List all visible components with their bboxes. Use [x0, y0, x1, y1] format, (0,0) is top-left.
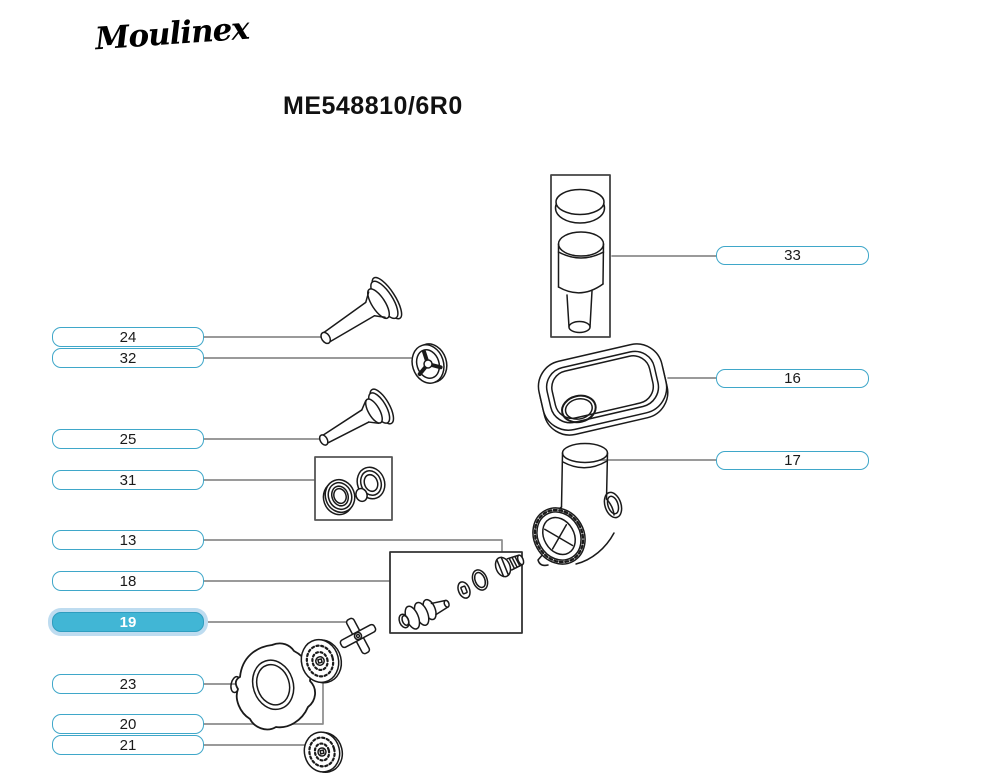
part-drawing-24-sausage-funnel	[320, 276, 403, 345]
part-label-23[interactable]: 23	[52, 674, 204, 694]
part-group-31-bushing-kit	[314, 456, 393, 521]
part-label-31[interactable]: 31	[52, 470, 204, 490]
callout-line-20	[203, 680, 324, 725]
part-group-13-18-screw-kit	[389, 551, 525, 634]
part-drawing-32-spoked-ring	[411, 343, 448, 384]
part-label-32[interactable]: 32	[52, 348, 204, 368]
part-drawing-20-grinding-plate	[300, 638, 343, 684]
part-label-24[interactable]: 24	[52, 327, 204, 347]
part-label-33[interactable]: 33	[716, 246, 869, 265]
part-drawing-16-feed-tray	[537, 343, 669, 436]
part-drawing-21-grinding-plate	[303, 731, 344, 773]
part-drawing-17-grinder-head	[532, 442, 623, 567]
page-title: ME548810/6R0	[283, 92, 463, 120]
part-label-13[interactable]: 13	[52, 530, 204, 550]
part-drawing-25-sausage-funnel	[318, 388, 395, 446]
callout-lines	[203, 255, 717, 746]
part-label-17[interactable]: 17	[716, 451, 869, 470]
part-group-33-pusher-kit	[550, 174, 611, 338]
part-label-21[interactable]: 21	[52, 735, 204, 755]
part-drawing-19-cross-knife	[339, 617, 377, 655]
part-label-18[interactable]: 18	[52, 571, 204, 591]
part-drawing-23-ring-nut	[230, 642, 316, 731]
part-label-19-selected[interactable]: 19	[52, 612, 204, 632]
part-label-20[interactable]: 20	[52, 714, 204, 734]
part-label-16[interactable]: 16	[716, 369, 869, 388]
part-label-25[interactable]: 25	[52, 429, 204, 449]
callout-line-13	[203, 539, 503, 553]
